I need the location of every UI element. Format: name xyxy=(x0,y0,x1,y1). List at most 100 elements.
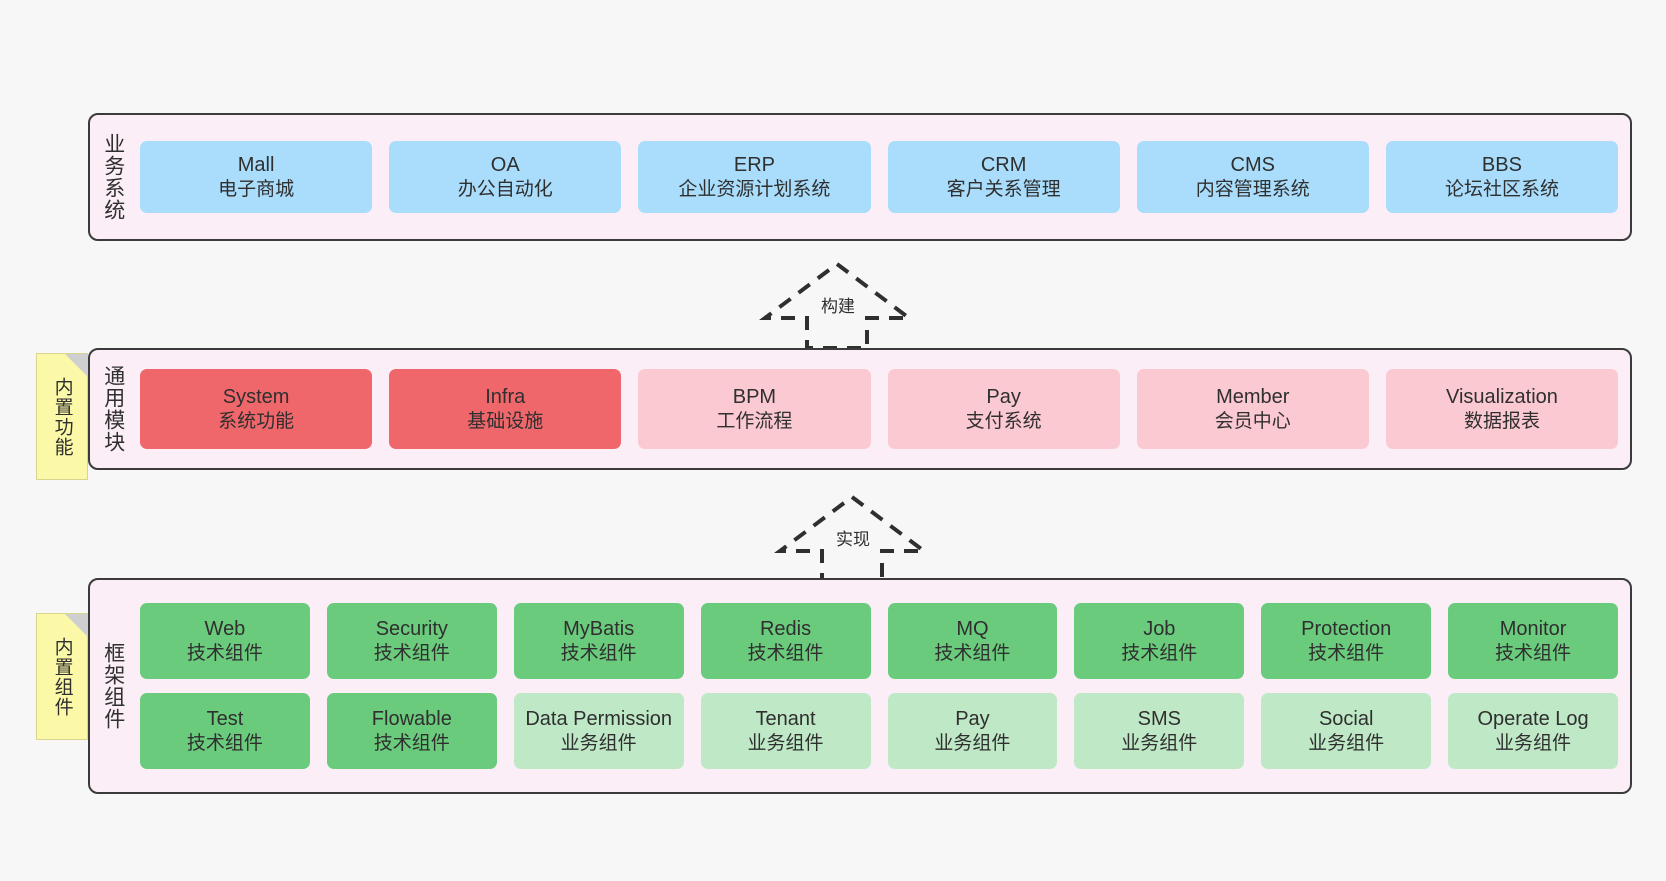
node-job-subtitle: 技术组件 xyxy=(1121,642,1198,664)
node-system-subtitle: 系统功能 xyxy=(218,410,295,432)
node-mybatis[interactable]: MyBatis 技术组件 xyxy=(513,603,684,679)
node-member-subtitle: 会员中心 xyxy=(1214,410,1291,432)
node-erp[interactable]: ERP 企业资源计划系统 xyxy=(638,141,871,213)
layer-framework-body: Web 技术组件 Security 技术组件 MyBatis 技术组件 Redi… xyxy=(136,580,1630,792)
node-bpm[interactable]: BPM 工作流程 xyxy=(638,369,871,449)
node-bpm-subtitle: 工作流程 xyxy=(716,410,793,432)
node-mybatis-title: MyBatis xyxy=(563,617,635,640)
builtin-features-note: 内置功能 xyxy=(36,353,88,480)
node-bbs-subtitle: 论坛社区系统 xyxy=(1444,178,1559,200)
layer-business-title: 业务系统 xyxy=(101,133,125,221)
node-pay-module-title: Pay xyxy=(986,385,1021,408)
node-mq-subtitle: 技术组件 xyxy=(934,642,1011,664)
node-social-title: Social xyxy=(1318,707,1374,730)
node-tenant[interactable]: Tenant 业务组件 xyxy=(700,693,871,769)
framework-row-technical: Web 技术组件 Security 技术组件 MyBatis 技术组件 Redi… xyxy=(140,603,1618,679)
node-visualization-title: Visualization xyxy=(1445,385,1558,408)
node-job[interactable]: Job 技术组件 xyxy=(1074,603,1245,679)
node-data-permission-subtitle: 业务组件 xyxy=(560,732,637,754)
node-mall-title: Mall xyxy=(237,153,275,176)
layer-framework-components: 框架组件 Web 技术组件 Security 技术组件 MyBatis 技术组件… xyxy=(88,578,1632,794)
node-web[interactable]: Web 技术组件 xyxy=(140,603,310,679)
node-data-permission-title: Data Permission xyxy=(525,707,673,730)
node-flowable[interactable]: Flowable 技术组件 xyxy=(326,693,497,769)
framework-row-business: Test 技术组件 Flowable 技术组件 Data Permission … xyxy=(140,693,1618,769)
node-cms[interactable]: CMS 内容管理系统 xyxy=(1136,141,1369,213)
node-security-subtitle: 技术组件 xyxy=(373,642,450,664)
node-social[interactable]: Social 业务组件 xyxy=(1261,693,1432,769)
node-redis[interactable]: Redis 技术组件 xyxy=(700,603,871,679)
node-social-subtitle: 业务组件 xyxy=(1308,732,1385,754)
node-pay-module[interactable]: Pay 支付系统 xyxy=(887,369,1120,449)
node-crm-subtitle: 客户关系管理 xyxy=(946,178,1061,200)
node-visualization-subtitle: 数据报表 xyxy=(1463,410,1540,432)
node-mq-title: MQ xyxy=(956,617,989,640)
implement-arrow-label: 实现 xyxy=(834,525,872,550)
node-bbs[interactable]: BBS 论坛社区系统 xyxy=(1385,141,1619,213)
node-security-title: Security xyxy=(375,617,448,640)
node-security[interactable]: Security 技术组件 xyxy=(326,603,497,679)
builtin-components-note: 内置组件 xyxy=(36,613,88,740)
node-test-title: Test xyxy=(206,707,244,730)
node-operate-log[interactable]: Operate Log 业务组件 xyxy=(1448,693,1618,769)
node-visualization[interactable]: Visualization 数据报表 xyxy=(1385,369,1619,449)
node-web-title: Web xyxy=(204,617,246,640)
node-crm-title: CRM xyxy=(980,153,1027,176)
node-job-title: Job xyxy=(1143,617,1176,640)
node-erp-subtitle: 企业资源计划系统 xyxy=(678,178,831,200)
node-monitor-subtitle: 技术组件 xyxy=(1495,642,1572,664)
business-row: Mall 电子商城 OA 办公自动化 ERP 企业资源计划系统 CRM 客户关系… xyxy=(140,141,1619,213)
node-sms-subtitle: 业务组件 xyxy=(1121,732,1198,754)
node-flowable-subtitle: 技术组件 xyxy=(373,732,450,754)
node-pay-component[interactable]: Pay 业务组件 xyxy=(887,693,1058,769)
node-protection-title: Protection xyxy=(1301,617,1392,640)
layer-business-systems: 业务系统 Mall 电子商城 OA 办公自动化 ERP 企业资源计划系统 CRM… xyxy=(88,113,1632,241)
build-arrow-label: 构建 xyxy=(819,292,857,317)
node-infra[interactable]: Infra 基础设施 xyxy=(389,369,622,449)
layer-common-body: System 系统功能 Infra 基础设施 BPM 工作流程 Pay 支付系统… xyxy=(136,350,1630,468)
layer-business-body: Mall 电子商城 OA 办公自动化 ERP 企业资源计划系统 CRM 客户关系… xyxy=(136,115,1630,239)
node-operate-log-title: Operate Log xyxy=(1477,707,1589,730)
node-mall[interactable]: Mall 电子商城 xyxy=(140,141,373,213)
node-bpm-title: BPM xyxy=(732,385,777,408)
node-redis-subtitle: 技术组件 xyxy=(747,642,824,664)
node-bbs-title: BBS xyxy=(1481,153,1522,176)
node-member[interactable]: Member 会员中心 xyxy=(1136,369,1369,449)
common-row: System 系统功能 Infra 基础设施 BPM 工作流程 Pay 支付系统… xyxy=(140,369,1619,449)
layer-framework-title: 框架组件 xyxy=(101,642,125,730)
node-protection-subtitle: 技术组件 xyxy=(1308,642,1385,664)
node-sms-title: SMS xyxy=(1137,707,1181,730)
layer-common-title: 通用模块 xyxy=(101,365,125,453)
node-tenant-subtitle: 业务组件 xyxy=(747,732,824,754)
node-pay-component-subtitle: 业务组件 xyxy=(934,732,1011,754)
build-arrow: 构建 xyxy=(757,256,917,352)
node-protection[interactable]: Protection 技术组件 xyxy=(1261,603,1432,679)
node-mq[interactable]: MQ 技术组件 xyxy=(887,603,1058,679)
node-test[interactable]: Test 技术组件 xyxy=(140,693,310,769)
node-web-subtitle: 技术组件 xyxy=(186,642,263,664)
node-sms[interactable]: SMS 业务组件 xyxy=(1074,693,1245,769)
node-crm[interactable]: CRM 客户关系管理 xyxy=(887,141,1120,213)
node-infra-title: Infra xyxy=(485,385,526,408)
node-oa-subtitle: 办公自动化 xyxy=(457,178,553,200)
builtin-features-note-text: 内置功能 xyxy=(51,376,73,457)
node-cms-title: CMS xyxy=(1230,153,1275,176)
node-redis-title: Redis xyxy=(759,617,812,640)
node-system[interactable]: System 系统功能 xyxy=(140,369,373,449)
node-pay-module-subtitle: 支付系统 xyxy=(965,410,1042,432)
node-monitor[interactable]: Monitor 技术组件 xyxy=(1448,603,1618,679)
node-monitor-title: Monitor xyxy=(1499,617,1567,640)
note-fold-corner-icon xyxy=(65,614,87,636)
node-infra-subtitle: 基础设施 xyxy=(467,410,544,432)
node-tenant-title: Tenant xyxy=(755,707,816,730)
builtin-components-note-text: 内置组件 xyxy=(51,636,73,717)
node-system-title: System xyxy=(222,385,290,408)
layer-common-modules: 通用模块 System 系统功能 Infra 基础设施 BPM 工作流程 Pay… xyxy=(88,348,1632,470)
node-oa-title: OA xyxy=(490,153,520,176)
node-cms-subtitle: 内容管理系统 xyxy=(1195,178,1310,200)
implement-arrow: 实现 xyxy=(772,489,932,585)
node-mall-subtitle: 电子商城 xyxy=(218,178,295,200)
node-oa[interactable]: OA 办公自动化 xyxy=(389,141,622,213)
node-data-permission[interactable]: Data Permission 业务组件 xyxy=(513,693,684,769)
